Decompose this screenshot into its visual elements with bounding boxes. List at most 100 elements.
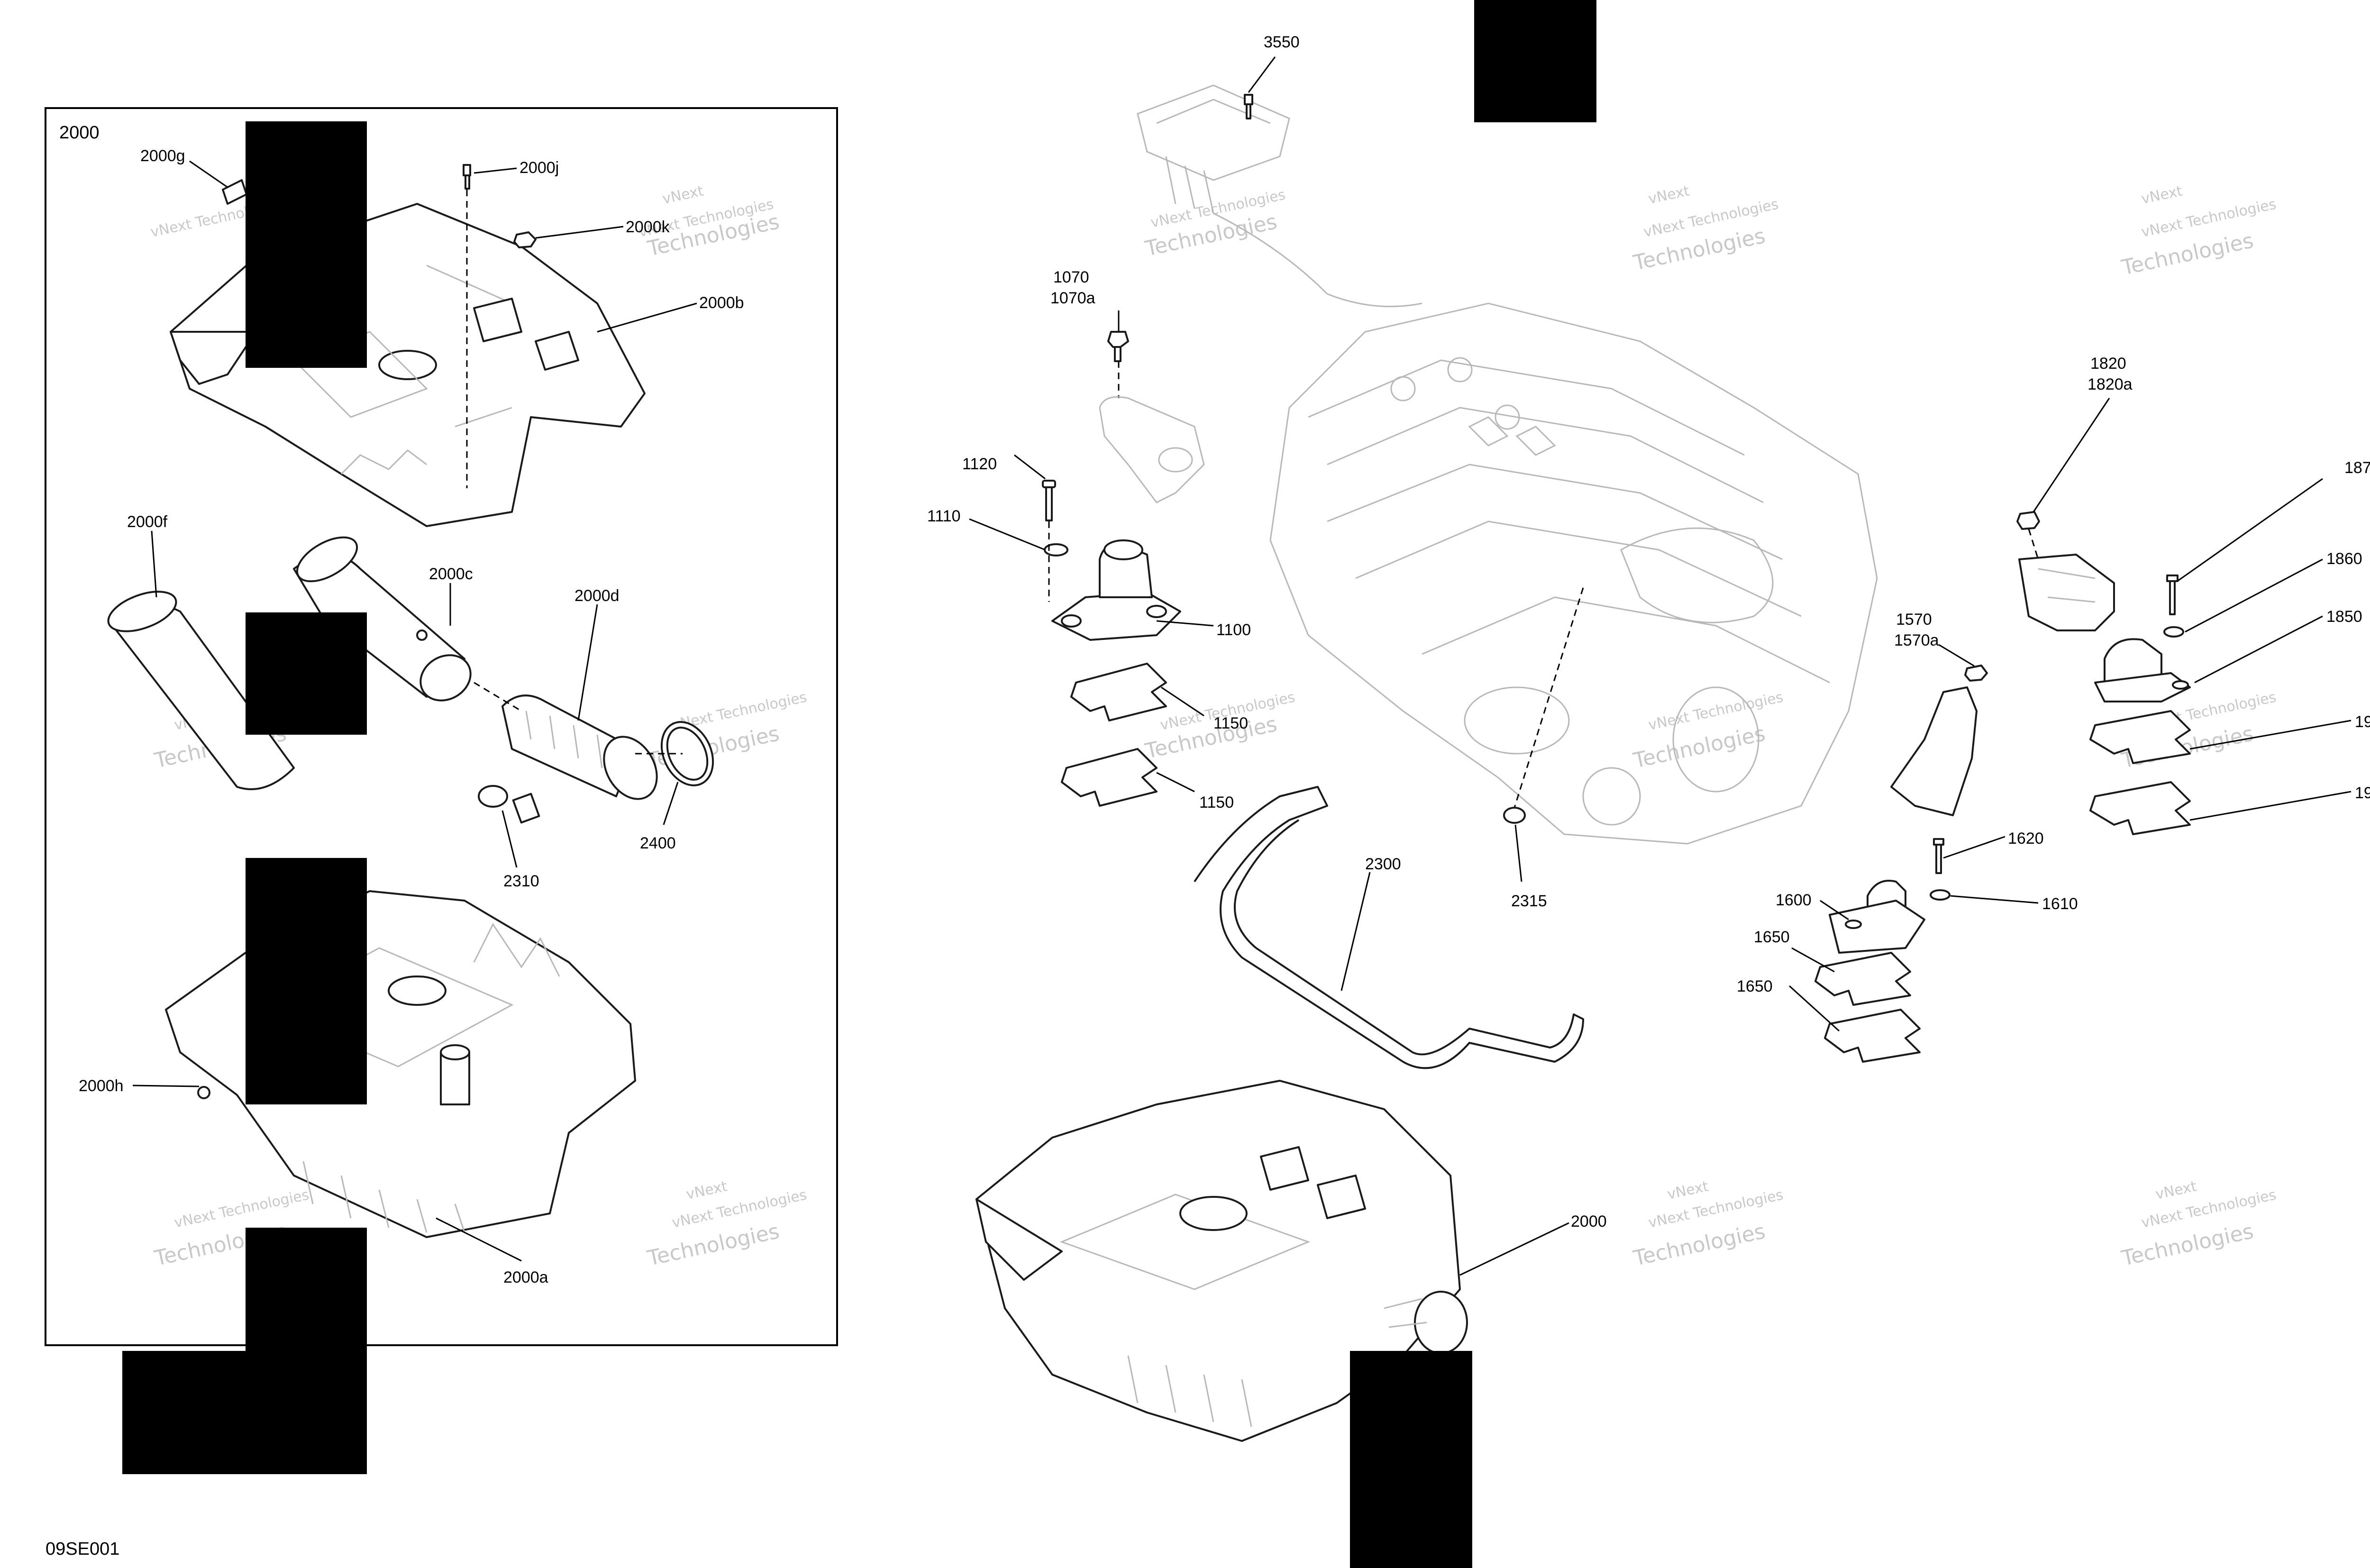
bracket-1570 bbox=[1890, 686, 1978, 816]
callout-2400: 2400 bbox=[640, 834, 676, 852]
screw-2000j bbox=[463, 164, 471, 190]
callout-1610: 1610 bbox=[2042, 895, 2078, 913]
bolt-1820 bbox=[2016, 511, 2040, 530]
callout-1900-lower: 1900 bbox=[2355, 784, 2370, 802]
callout-2000d: 2000d bbox=[574, 587, 620, 605]
callout-2000: 2000 bbox=[1571, 1212, 1607, 1231]
shim-1900-upper bbox=[2089, 710, 2191, 764]
redaction-block bbox=[246, 121, 367, 368]
airbox-tray-illustration bbox=[165, 890, 636, 1238]
watermark-large: Technologies bbox=[645, 1219, 782, 1271]
callout-2310: 2310 bbox=[503, 872, 539, 890]
shim-1650-lower bbox=[1824, 1009, 1921, 1063]
mount-1600 bbox=[1829, 880, 1925, 954]
bolt-1070 bbox=[1107, 331, 1129, 362]
watermark-vnext: vNext bbox=[2140, 182, 2184, 208]
label-2000g bbox=[222, 179, 247, 205]
shim-1150-upper bbox=[1070, 663, 1167, 721]
callout-1570: 1570 bbox=[1896, 611, 1932, 629]
callout-2000f: 2000f bbox=[127, 513, 168, 531]
callout-2000a: 2000a bbox=[503, 1268, 548, 1286]
callout-2000g: 2000g bbox=[140, 147, 185, 165]
redaction-block bbox=[246, 858, 367, 1104]
clamp-2315 bbox=[1503, 807, 1526, 824]
callout-1820a: 1820a bbox=[2087, 375, 2133, 393]
redaction-blocks bbox=[122, 0, 1596, 1568]
screw-3550 bbox=[1244, 94, 1253, 119]
clamp-2400-inner bbox=[666, 727, 709, 781]
washer-1610 bbox=[1930, 889, 1951, 901]
coupler-2000d-illustration bbox=[501, 694, 658, 800]
sleeve-2000f-illustration bbox=[107, 591, 295, 790]
hose-2300-illustration bbox=[1194, 786, 1584, 1069]
watermark-vnext: vNext bbox=[2154, 1178, 2198, 1203]
shim-1150-lower bbox=[1061, 748, 1158, 807]
mount-1850 bbox=[2094, 638, 2191, 702]
nut-2000k bbox=[513, 231, 537, 248]
watermark-small: vNext Technologies bbox=[1647, 689, 1785, 734]
bolt-1120 bbox=[1042, 480, 1056, 521]
callout-2315: 2315 bbox=[1511, 892, 1547, 910]
callout-1150-lower: 1150 bbox=[1199, 793, 1234, 811]
tube-2000c-illustration bbox=[293, 536, 472, 702]
watermark-small: vNext Technologies bbox=[173, 1186, 310, 1231]
inset-frame bbox=[45, 107, 838, 1346]
watermark-vnext: vNext bbox=[684, 1178, 729, 1203]
axis-2315 bbox=[1511, 587, 1584, 816]
redaction-block bbox=[246, 612, 367, 735]
engine-mount-1100 bbox=[1051, 539, 1181, 641]
callout-1120: 1120 bbox=[962, 455, 997, 473]
diagram-code: 09SE001 bbox=[46, 1539, 119, 1559]
shim-1650-upper bbox=[1814, 952, 1911, 1006]
watermark-vnext: vNext bbox=[661, 182, 705, 208]
leader-lines bbox=[132, 56, 2352, 1276]
bolt-1870 bbox=[2166, 574, 2179, 615]
callout-1900-upper: 1900 bbox=[2355, 713, 2370, 731]
engine-bracket-illustration bbox=[1099, 396, 1205, 503]
mount-bracket-1820 bbox=[2018, 554, 2115, 631]
callout-1650-lower: 1650 bbox=[1737, 977, 1773, 995]
axis-1820 bbox=[2028, 529, 2039, 560]
callout-3550: 3550 bbox=[1264, 33, 1300, 51]
redaction-block bbox=[122, 1351, 367, 1474]
callout-2000h: 2000h bbox=[79, 1077, 124, 1095]
callout-1850: 1850 bbox=[2326, 608, 2362, 626]
redaction-block bbox=[1474, 0, 1596, 122]
callout-1150-upper: 1150 bbox=[1213, 714, 1248, 732]
watermark-large: Technologies bbox=[2119, 228, 2256, 280]
callout-labels: 2000g 2000j 2000k 2000b 2000f 2000c 2000… bbox=[79, 33, 2370, 1286]
callout-2000c: 2000c bbox=[429, 565, 473, 583]
redaction-block bbox=[1350, 1351, 1472, 1568]
bolt-1570 bbox=[1964, 665, 1988, 682]
callout-1650-upper: 1650 bbox=[1754, 928, 1790, 946]
washer-1110 bbox=[1044, 543, 1068, 556]
bolt-1620 bbox=[1933, 838, 1944, 874]
callout-1860: 1860 bbox=[2326, 550, 2362, 568]
callout-1570a: 1570a bbox=[1894, 631, 1939, 649]
watermark-vnext: vNext bbox=[1666, 1178, 1710, 1203]
callout-2300: 2300 bbox=[1365, 855, 1401, 873]
fitting-2310 bbox=[478, 785, 540, 824]
callout-2000j: 2000j bbox=[520, 159, 559, 177]
callout-2000k: 2000k bbox=[626, 218, 670, 236]
watermark-vnext: vNext bbox=[1647, 182, 1691, 208]
engine-block-illustration bbox=[1269, 302, 1878, 845]
watermark-large: Technologies bbox=[2119, 1219, 2256, 1271]
callout-1110: 1110 bbox=[927, 507, 961, 525]
callout-1820: 1820 bbox=[2090, 355, 2126, 373]
airbox-assembly-illustration bbox=[975, 1080, 1468, 1442]
grommet-2000h bbox=[197, 1086, 210, 1099]
callout-1070a: 1070a bbox=[1050, 289, 1095, 307]
washer-1860 bbox=[2163, 626, 2184, 638]
shim-1900-lower bbox=[2089, 781, 2191, 835]
callout-1620: 1620 bbox=[2008, 830, 2044, 848]
axis-sleeve bbox=[474, 682, 683, 755]
airbox-cover-illustration bbox=[170, 203, 646, 527]
module-3550-illustration bbox=[1137, 84, 1422, 308]
callout-1600: 1600 bbox=[1776, 891, 1812, 909]
callout-1070: 1070 bbox=[1053, 268, 1089, 286]
inset-title: 2000 bbox=[59, 123, 100, 143]
callout-1870: 1870 bbox=[2344, 459, 2370, 477]
callout-1100: 1100 bbox=[1216, 621, 1251, 639]
